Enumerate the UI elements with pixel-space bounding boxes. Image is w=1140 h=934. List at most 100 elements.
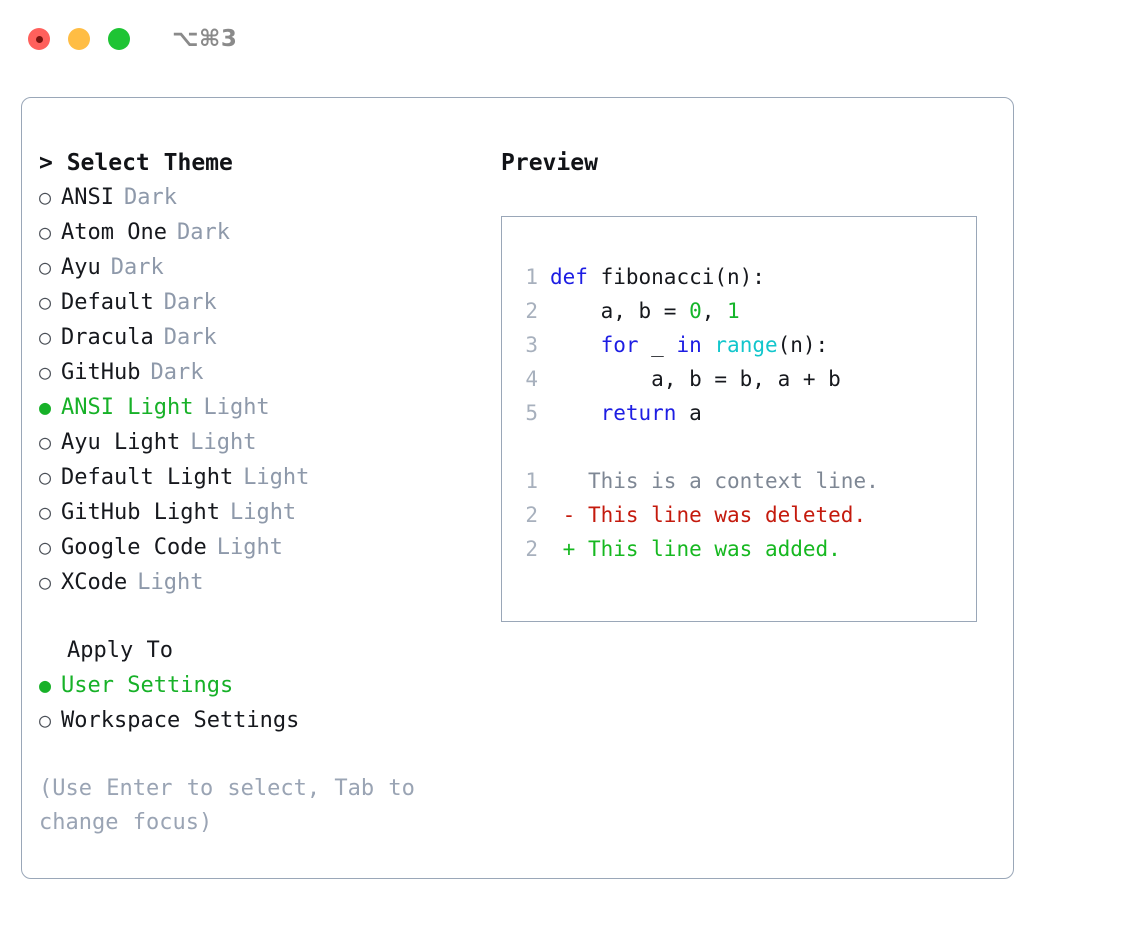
diff-line-ctx: 1 This is a context line.: [516, 464, 976, 498]
radio-unselected-icon[interactable]: ○: [39, 500, 52, 524]
radio-unselected-icon[interactable]: ○: [39, 325, 52, 349]
code-token-kw: for: [600, 333, 639, 357]
theme-option-variant: Light: [137, 570, 204, 595]
diff-text: This is a context line.: [575, 469, 879, 493]
code-token-plain: fibonacci(n):: [587, 265, 765, 289]
theme-option-variant: Light: [216, 535, 283, 560]
theme-option-variant: Light: [190, 430, 257, 455]
code-line-content: return a: [550, 396, 702, 430]
theme-option-variant: Dark: [110, 255, 164, 280]
theme-option-variant: Dark: [176, 220, 230, 245]
code-token-plain: [702, 333, 715, 357]
window-controls: [28, 28, 130, 50]
radio-unselected-icon[interactable]: ○: [39, 255, 52, 279]
diff-line-content: + This line was added.: [550, 532, 841, 566]
code-line: 2 a, b = 0, 1: [516, 294, 976, 328]
preview-heading: Preview: [501, 150, 598, 176]
code-line-content: for _ in range(n):: [550, 328, 829, 362]
theme-option-name: ANSI: [61, 185, 114, 210]
theme-option-variant: Dark: [163, 325, 217, 350]
theme-option-variant: Light: [229, 500, 297, 525]
theme-option-name: Default: [61, 290, 154, 315]
radio-unselected-icon[interactable]: ○: [39, 465, 52, 489]
radio-unselected-icon[interactable]: ○: [39, 430, 52, 454]
radio-selected-icon[interactable]: ●: [39, 395, 52, 419]
diff-marker: -: [550, 503, 576, 527]
code-token-num: 1: [727, 299, 740, 323]
code-line: 3 for _ in range(n):: [516, 328, 976, 362]
theme-option-name: GitHub Light: [61, 500, 220, 525]
theme-option-variant: Dark: [163, 290, 217, 315]
theme-option-ayu[interactable]: ○ Ayu Dark: [39, 250, 494, 285]
theme-option-name: Dracula: [61, 325, 154, 350]
diff-text: This line was deleted.: [575, 503, 867, 527]
radio-unselected-icon[interactable]: ○: [39, 220, 52, 244]
code-token-plain: _: [638, 333, 677, 357]
diff-line-number: 2: [525, 537, 538, 561]
code-token-bi: range: [714, 333, 778, 357]
theme-option-variant: Light: [203, 395, 270, 420]
radio-unselected-icon[interactable]: ○: [39, 360, 52, 384]
code-diff-gap: [516, 430, 976, 464]
code-line-number: 4: [525, 367, 538, 391]
code-line-content: a, b = 0, 1: [550, 294, 740, 328]
code-token-plain: (n):: [777, 333, 829, 357]
apply-to-option-workspace-settings[interactable]: ○Workspace Settings: [39, 703, 494, 738]
diff-line-number: 2: [525, 503, 538, 527]
apply-to-list[interactable]: ●User Settings○Workspace Settings: [39, 668, 494, 738]
keyboard-hint-text: (Use Enter to select, Tab to change focu…: [39, 776, 415, 835]
diff-sample: 1 This is a context line.2 - This line w…: [516, 464, 976, 566]
theme-option-name: GitHub: [61, 360, 141, 385]
keyboard-shortcut-label: ⌥⌘3: [172, 26, 238, 52]
code-line-number: 2: [525, 299, 538, 323]
code-token-plain: [550, 401, 601, 425]
code-token-plain: a, b =: [550, 299, 690, 323]
maximize-window-button[interactable]: [108, 28, 130, 50]
radio-unselected-icon[interactable]: ○: [39, 290, 52, 314]
apply-to-option-user-settings[interactable]: ●User Settings: [39, 668, 494, 703]
theme-option-name: Default Light: [61, 465, 234, 490]
code-line-number: 5: [525, 401, 538, 425]
hint-spacer: [39, 738, 494, 772]
code-token-kw: return: [600, 401, 677, 425]
code-token-num: 0: [689, 299, 702, 323]
code-line-number: 3: [525, 333, 538, 357]
diff-line-content: - This line was deleted.: [550, 498, 866, 532]
theme-option-ayu-light[interactable]: ○ Ayu Light Light: [39, 425, 494, 460]
titlebar: ⌥⌘3: [0, 0, 1140, 78]
code-line: 5 return a: [516, 396, 976, 430]
code-token-plain: a, b = b, a + b: [550, 367, 841, 391]
theme-option-github-light[interactable]: ○ GitHub Light Light: [39, 495, 494, 530]
radio-unselected-icon[interactable]: ○: [39, 708, 52, 732]
radio-unselected-icon[interactable]: ○: [39, 185, 52, 209]
theme-option-default[interactable]: ○ Default Dark: [39, 285, 494, 320]
radio-unselected-icon[interactable]: ○: [39, 535, 52, 559]
theme-option-name: Atom One: [61, 220, 167, 245]
code-line-content: def fibonacci(n):: [550, 260, 765, 294]
diff-line-del: 2 - This line was deleted.: [516, 498, 976, 532]
diff-marker: +: [550, 537, 576, 561]
diff-line-content: This is a context line.: [550, 464, 879, 498]
code-token-plain: a: [676, 401, 702, 425]
radio-selected-icon[interactable]: ●: [39, 673, 52, 697]
theme-option-dracula[interactable]: ○ Dracula Dark: [39, 320, 494, 355]
minimize-window-button[interactable]: [68, 28, 90, 50]
close-window-button[interactable]: [28, 28, 50, 50]
code-line: 4 a, b = b, a + b: [516, 362, 976, 396]
radio-unselected-icon[interactable]: ○: [39, 570, 52, 594]
theme-option-name: Ayu: [61, 255, 101, 280]
theme-option-name: Ayu Light: [61, 430, 181, 455]
code-token-plain: [550, 333, 601, 357]
theme-option-atom-one[interactable]: ○ Atom One Dark: [39, 215, 494, 250]
